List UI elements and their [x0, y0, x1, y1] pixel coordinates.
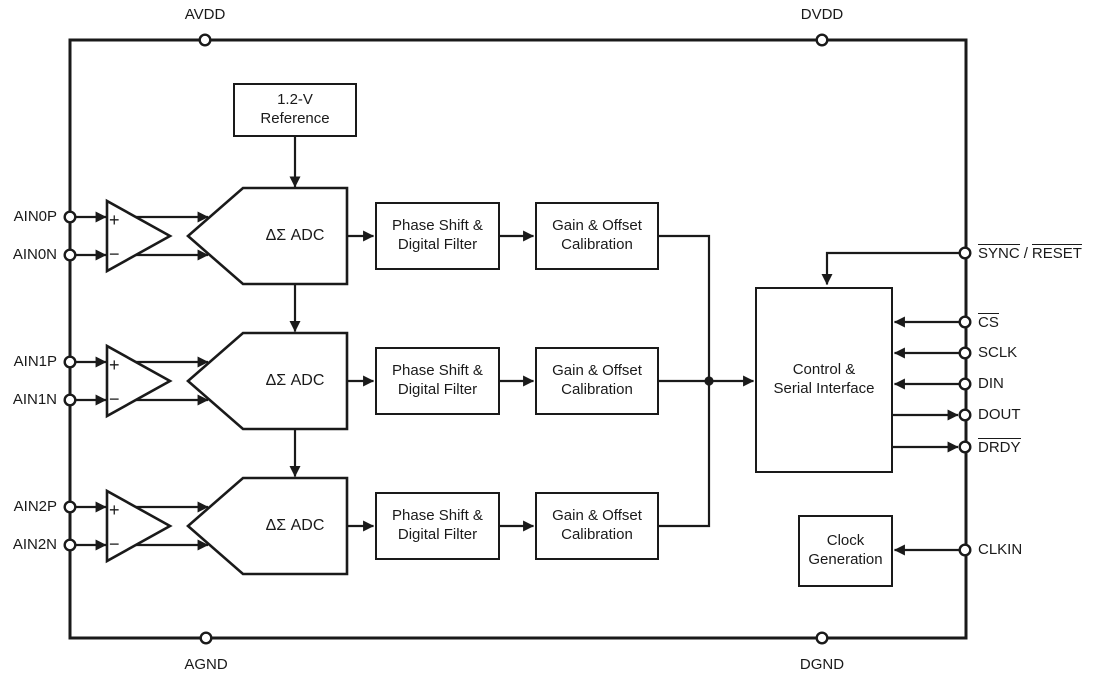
ain0p-label: AIN0P	[13, 208, 57, 225]
ain1n-pin	[63, 393, 77, 407]
wire-sync-reset-to-control	[821, 251, 959, 286]
agnd-pin	[199, 631, 213, 645]
amp-2-plus-sign: +	[109, 500, 120, 520]
gain-offset-block-1: Gain & Offset Calibration	[535, 347, 659, 415]
amp-1-plus-sign: +	[109, 355, 120, 375]
sync-reset-pin	[958, 246, 972, 260]
amp-1-minus-sign: −	[109, 389, 120, 409]
amplifier-1-symbol	[105, 343, 173, 419]
clock-generation-block: Clock Generation	[798, 515, 893, 587]
ain1n-label: AIN1N	[12, 391, 57, 408]
dvdd-pin	[815, 33, 829, 47]
din-label: DIN	[978, 375, 1004, 392]
bus-junction-dot	[704, 376, 714, 386]
drdy-pin	[958, 440, 972, 454]
ain2n-label: AIN2N	[12, 536, 57, 553]
sync-label: SYNC	[978, 244, 1020, 262]
adc-1-label: ΔΣ ADC	[265, 372, 325, 389]
clkin-pin	[958, 543, 972, 557]
ain2p-label: AIN2P	[13, 498, 57, 515]
sync-reset-separator: /	[1023, 245, 1028, 262]
amp-0-minus-sign: −	[109, 244, 120, 264]
sync-reset-label: SYNC/RESET	[978, 244, 1082, 262]
avdd-label: AVDD	[184, 6, 226, 23]
channel-2-wiring: + −	[63, 476, 535, 576]
ain2n-pin	[63, 538, 77, 552]
sclk-label: SCLK	[978, 344, 1018, 361]
dgnd-label: DGND	[799, 656, 845, 673]
phase-filter-block-2: Phase Shift & Digital Filter	[375, 492, 500, 560]
ain1p-label: AIN1P	[13, 353, 57, 370]
reset-label: RESET	[1031, 244, 1082, 262]
din-pin	[958, 377, 972, 391]
ain1p-pin	[63, 355, 77, 369]
amp-0-plus-sign: +	[109, 210, 120, 230]
ain0n-label: AIN0N	[12, 246, 57, 263]
chip-boundary	[68, 38, 968, 640]
drdy-label-text: DRDY	[978, 438, 1021, 456]
cs-pin	[958, 315, 972, 329]
amplifier-2-symbol	[105, 488, 173, 564]
control-serial-interface-block: Control & Serial Interface	[755, 287, 893, 473]
dvdd-label: DVDD	[800, 6, 844, 23]
ain2p-pin	[63, 500, 77, 514]
dout-label: DOUT	[978, 406, 1021, 423]
phase-filter-block-0: Phase Shift & Digital Filter	[375, 202, 500, 270]
avdd-pin	[198, 33, 212, 47]
dout-pin	[958, 408, 972, 422]
gain-offset-block-2: Gain & Offset Calibration	[535, 492, 659, 560]
channel-0-wiring: + −	[63, 186, 535, 286]
adc-2-label: ΔΣ ADC	[265, 517, 325, 534]
cs-label-text: CS	[978, 313, 999, 331]
amplifier-0-symbol	[105, 198, 173, 274]
adc-0-label: ΔΣ ADC	[265, 227, 325, 244]
ain0p-pin	[63, 210, 77, 224]
dgnd-pin	[815, 631, 829, 645]
reference-block: 1.2-V Reference	[233, 83, 357, 137]
adc-2-shape	[186, 476, 349, 576]
adc-1-shape	[186, 331, 349, 431]
cs-label: CS	[978, 313, 999, 331]
phase-filter-block-1: Phase Shift & Digital Filter	[375, 347, 500, 415]
agnd-label: AGND	[184, 656, 228, 673]
channel-1-wiring: + −	[63, 331, 535, 431]
adc-0-shape	[186, 186, 349, 286]
wire-cal0-to-bus	[659, 234, 711, 381]
clkin-label: CLKIN	[978, 541, 1023, 558]
amp-2-minus-sign: −	[109, 534, 120, 554]
sclk-pin	[958, 346, 972, 360]
drdy-label: DRDY	[978, 438, 1021, 456]
ain0n-pin	[63, 248, 77, 262]
wire-cal2-to-bus	[659, 381, 711, 528]
gain-offset-block-0: Gain & Offset Calibration	[535, 202, 659, 270]
